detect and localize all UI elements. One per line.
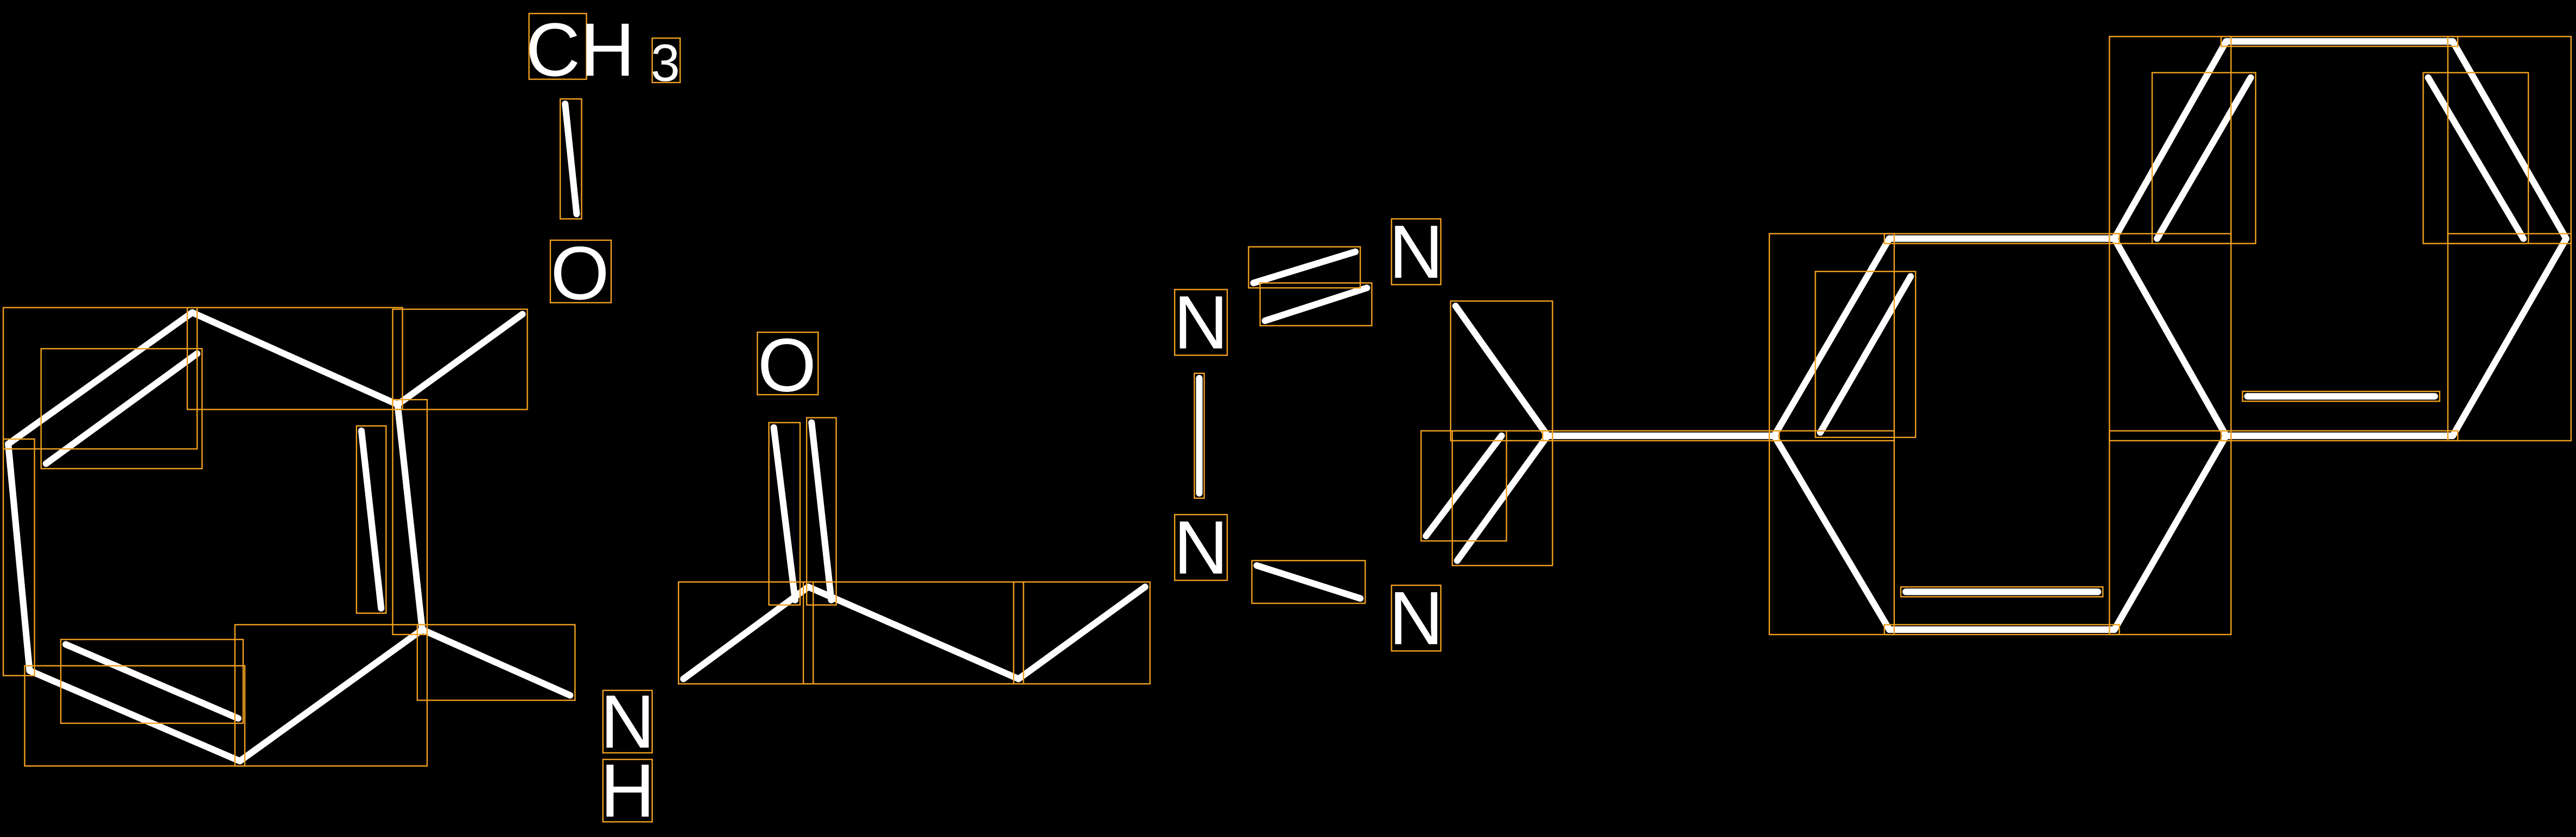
bond-bbox	[2220, 36, 2459, 47]
bond	[1423, 432, 1505, 540]
bond-bbox	[2, 307, 198, 450]
bbox-ch3	[528, 12, 587, 80]
bond-bbox	[416, 624, 576, 701]
bond-bbox	[40, 348, 203, 470]
bond	[1817, 273, 1914, 436]
bond-bbox	[2242, 390, 2440, 402]
bond-bbox	[2109, 430, 2232, 636]
bond	[1250, 248, 1359, 287]
bond-bbox	[1768, 430, 1895, 636]
bond	[2111, 432, 2230, 633]
bond-bbox	[1768, 233, 1895, 442]
bond-bbox	[802, 581, 1024, 685]
bond-bbox	[677, 581, 814, 685]
bond-bbox	[2109, 233, 2232, 442]
atom-methoxy-o: O	[550, 231, 609, 315]
bond	[2154, 74, 2254, 242]
bond-bbox	[805, 417, 837, 606]
bond	[62, 641, 242, 722]
bond	[562, 100, 580, 218]
bond	[1454, 432, 1551, 564]
bond-bbox	[392, 308, 528, 410]
bond-bbox	[24, 665, 246, 767]
bond-bbox	[1420, 430, 1507, 542]
bond-bbox	[2422, 72, 2529, 244]
bond	[26, 667, 243, 765]
bond	[189, 309, 401, 408]
atom-triazole-n4: N	[1389, 576, 1444, 661]
bond	[42, 350, 201, 467]
bond-bbox	[1194, 372, 1205, 499]
bond	[680, 584, 812, 682]
bond	[236, 626, 426, 765]
atom-ch: CH	[526, 7, 635, 92]
bond	[358, 427, 385, 612]
bond-bbox	[356, 425, 387, 614]
bond-bbox	[2220, 430, 2459, 442]
bond-bbox	[1013, 581, 1151, 685]
bond	[394, 310, 526, 408]
bond	[805, 584, 1022, 682]
bbox-triazole-n2	[1391, 218, 1442, 286]
bbox-triazole-n1	[1173, 289, 1228, 356]
bond	[1452, 302, 1551, 439]
bond-bbox	[1814, 270, 1917, 439]
bond-bbox	[234, 624, 428, 767]
bond	[5, 309, 196, 447]
bond	[1015, 584, 1149, 682]
bond	[1771, 432, 1893, 633]
bond	[2111, 235, 2230, 439]
bond	[418, 626, 574, 699]
atom-triazole-n3: N	[1173, 505, 1228, 590]
bond	[5, 440, 33, 674]
bond-bbox	[1883, 624, 2120, 636]
bond-bbox	[2151, 72, 2256, 244]
bond	[2449, 38, 2569, 242]
bond-bbox	[186, 307, 403, 410]
bond	[1261, 284, 1371, 324]
bond-bbox	[1248, 246, 1361, 289]
atom-triazole-n1: N	[1173, 280, 1228, 365]
bond	[394, 401, 426, 633]
bond-bbox	[1251, 560, 1366, 604]
bond	[2449, 235, 2569, 439]
bonds	[5, 38, 2569, 765]
atom-carbonyl-o: O	[758, 323, 816, 408]
bbox-amine-n	[602, 689, 653, 754]
bbox-carbonyl-o	[757, 331, 819, 396]
bond-bbox	[60, 638, 244, 724]
bond-bbox	[559, 98, 582, 220]
atom-labels: CH 3 O O N H N N N N	[526, 7, 1444, 833]
atom-amine-n: N	[600, 679, 655, 764]
atom-triazole-n2: N	[1389, 210, 1444, 294]
bond-bbox	[1883, 233, 2120, 244]
bond	[808, 419, 835, 604]
bbox-methoxy-o	[549, 239, 612, 303]
atom-ch3-subscript: 3	[651, 33, 680, 92]
bond-bbox	[2, 438, 35, 676]
bond-bbox	[1900, 586, 2104, 598]
bbox-subscript	[651, 37, 681, 84]
bond	[1253, 562, 1364, 602]
bond	[2111, 38, 2230, 242]
bond-bbox	[768, 422, 801, 606]
bond	[770, 424, 799, 604]
atom-amine-h: H	[600, 749, 655, 833]
bond-bbox	[1259, 282, 1373, 327]
bond-bbox	[392, 398, 428, 636]
bond-bbox	[1541, 430, 1780, 442]
bbox-triazole-n3	[1173, 513, 1228, 581]
bounding-boxes	[2, 36, 2572, 767]
bbox-amine-h	[602, 758, 653, 823]
bond	[2425, 74, 2527, 242]
bond-bbox	[2447, 233, 2572, 442]
bbox-triazole-n4	[1391, 585, 1442, 652]
bond-bbox	[1450, 300, 1553, 442]
